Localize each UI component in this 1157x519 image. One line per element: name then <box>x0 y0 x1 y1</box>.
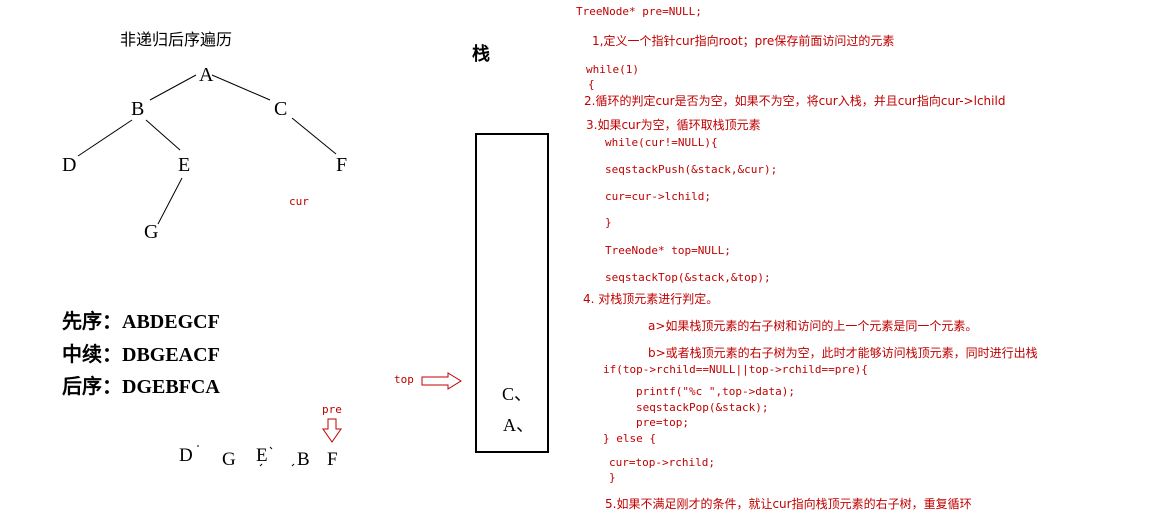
edge-a-b <box>149 74 197 101</box>
code-line: seqstackTop(&stack,&top); <box>605 271 771 284</box>
code-line: { <box>588 78 595 91</box>
code-line: printf("%c ",top->data); <box>636 385 795 398</box>
output-item: B <box>297 449 310 470</box>
traversal-postorder: 后序：DGEBFCA <box>62 370 220 399</box>
code-comment: 5.如果不满足刚才的条件，就让cur指向栈顶元素的右子树，重复循环 <box>605 497 972 511</box>
code-comment: 1,定义一个指针cur指向root；pre保存前面访问过的元素 <box>592 34 895 48</box>
code-line: cur=cur->lchild; <box>605 190 711 203</box>
output-item: F <box>327 449 338 470</box>
edge-c-f <box>291 117 337 155</box>
stack-title: 栈 <box>472 44 490 65</box>
stack-container <box>475 133 549 453</box>
edge-e-g <box>157 177 183 225</box>
output-item: E <box>256 445 268 466</box>
traversal-value: ABDEGCF <box>122 311 220 333</box>
code-line: TreeNode* pre=NULL; <box>576 5 702 18</box>
pre-label: pre <box>322 403 342 416</box>
tick-mark <box>291 463 295 467</box>
traversal-value: DBGEACF <box>122 344 220 366</box>
tree-node-b: B <box>131 98 145 120</box>
traversal-label: 中续： <box>62 344 122 366</box>
tree-node-g: G <box>144 221 159 243</box>
edge-a-c <box>211 74 271 101</box>
stack-item: A、 <box>503 415 534 435</box>
tree-node-e: E <box>178 154 191 176</box>
cur-label: cur <box>289 195 309 208</box>
code-line: seqstackPush(&stack,&cur); <box>605 163 778 176</box>
output-item: D <box>179 445 193 466</box>
tree-node-d: D <box>62 154 77 176</box>
stack-item: C、 <box>502 384 533 404</box>
tick-mark <box>269 446 273 450</box>
code-comment: 4. 对栈顶元素进行判定。 <box>583 292 719 306</box>
code-line: } else { <box>603 432 656 445</box>
code-line: } <box>605 216 612 229</box>
code-line: while(cur!=NULL){ <box>605 136 718 149</box>
code-comment: a>如果栈顶元素的右子树和访问的上一个元素是同一个元素。 <box>648 319 978 333</box>
traversal-preorder: 先序：ABDEGCF <box>62 305 220 334</box>
code-line: cur=top->rchild; <box>609 456 715 469</box>
code-comment: b>或者栈顶元素的右子树为空，此时才能够访问栈顶元素，同时进行出栈 <box>648 346 1038 360</box>
code-line: seqstackPop(&stack); <box>636 401 769 414</box>
output-item: G <box>222 449 236 470</box>
code-line: pre=top; <box>636 416 689 429</box>
top-arrow-icon <box>421 372 462 390</box>
code-line: TreeNode* top=NULL; <box>605 244 731 257</box>
tree-title: 非递归后序遍历 <box>120 30 233 49</box>
edge-b-e <box>145 119 181 151</box>
traversal-label: 后序： <box>62 376 122 398</box>
tree-node-f: F <box>336 154 348 176</box>
edge-b-d <box>77 119 133 157</box>
tree-node-a: A <box>199 64 214 86</box>
traversal-inorder: 中续：DBGEACF <box>62 338 220 367</box>
code-line: } <box>609 471 616 484</box>
traversal-label: 先序： <box>62 311 122 333</box>
tick-mark <box>259 463 263 467</box>
tree-node-c: C <box>274 98 288 120</box>
traversal-value: DGEBFCA <box>122 376 220 398</box>
top-label: top <box>394 373 414 386</box>
code-line: if(top->rchild==NULL||top->rchild==pre){ <box>603 363 868 376</box>
pre-arrow-icon <box>322 418 342 443</box>
code-comment: 3.如果cur为空，循环取栈顶元素 <box>586 118 761 132</box>
code-line: while(1) <box>586 63 639 76</box>
code-comment: 2.循环的判定cur是否为空，如果不为空，将cur入栈，并且cur指向cur->… <box>584 94 1006 108</box>
